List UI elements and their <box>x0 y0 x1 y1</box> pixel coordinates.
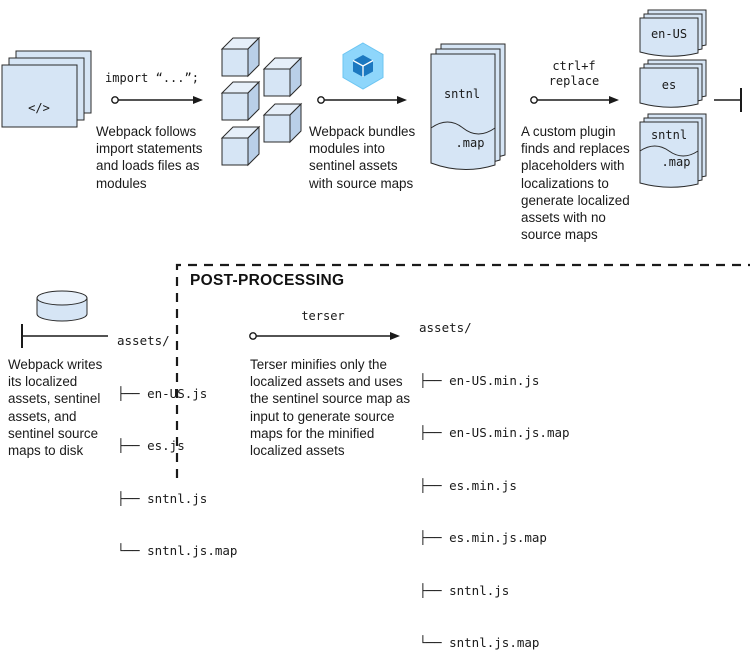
sentinel-asset-icon: sntnl .map <box>430 43 506 171</box>
webpack-logo-icon <box>342 42 384 90</box>
tree-root: assets/ <box>419 320 472 335</box>
import-step-description: Webpack follows import statements and lo… <box>96 124 203 191</box>
import-arrow: import “...”; <box>105 71 203 104</box>
sentinel-copy-map: .map <box>662 155 691 169</box>
tree-entry: ├── es.min.js.map <box>419 530 547 545</box>
locale-es-label: es <box>662 78 676 92</box>
pipeline-diagram: </> import “...”; sntnl .map <box>1 9 750 478</box>
bundle-arrow <box>317 96 407 104</box>
tree-entry: └── sntnl.js.map <box>117 543 238 558</box>
tree-entry: ├── en-US.min.js <box>419 372 540 388</box>
replace-arrow: ctrl+f replace <box>530 59 619 104</box>
write-step-description: Webpack writes its localized assets, sen… <box>8 357 103 459</box>
terser-label: terser <box>301 309 344 323</box>
localized-asset-en-us-icon: en-US <box>639 9 707 57</box>
sentinel-copy-icon: sntnl .map <box>639 113 707 188</box>
sentinel-name: sntnl <box>444 87 480 101</box>
tree-entry: └── sntnl.js.map <box>419 635 540 650</box>
tree-entry: ├── es.min.js <box>419 477 517 493</box>
tree-entry: ├── sntnl.js <box>419 582 510 598</box>
tree-root: assets/ <box>117 333 170 348</box>
sentinel-copy-name: sntnl <box>651 128 687 142</box>
tree-entry: ├── es.js <box>117 438 185 453</box>
modules-cubes-icon <box>221 37 302 166</box>
replace-label-line1: ctrl+f <box>552 59 595 73</box>
replace-step-description: A custom plugin finds and replaces place… <box>521 124 630 243</box>
post-processing-boundary <box>175 263 750 478</box>
post-processing-title: POST-PROCESSING <box>190 272 345 289</box>
tree-entry: ├── en-US.js <box>117 385 208 401</box>
source-files-icon: </> <box>1 50 92 128</box>
row-start-connector <box>21 324 108 348</box>
locale-en-us-label: en-US <box>651 27 687 41</box>
tree-entry: ├── sntnl.js <box>117 490 208 506</box>
written-assets-tree: assets/ ├── en-US.js ├── es.js ├── sntnl… <box>117 297 237 577</box>
replace-label-line2: replace <box>549 74 600 88</box>
minified-assets-tree: assets/ ├── en-US.min.js ├── en-US.min.j… <box>419 284 570 669</box>
terser-step-description: Terser minifies only the localized asset… <box>250 357 411 459</box>
disk-icon <box>36 290 88 322</box>
code-tag-text: </> <box>28 101 50 115</box>
terser-arrow: terser <box>249 309 400 340</box>
sentinel-map-name: .map <box>456 136 485 150</box>
bundle-step-description: Webpack bundles modules into sentinel as… <box>309 124 416 191</box>
import-label: import “...”; <box>105 71 199 85</box>
row-end-connector <box>714 88 742 112</box>
tree-entry: ├── en-US.min.js.map <box>419 425 570 440</box>
localized-asset-es-icon: es <box>639 59 707 108</box>
